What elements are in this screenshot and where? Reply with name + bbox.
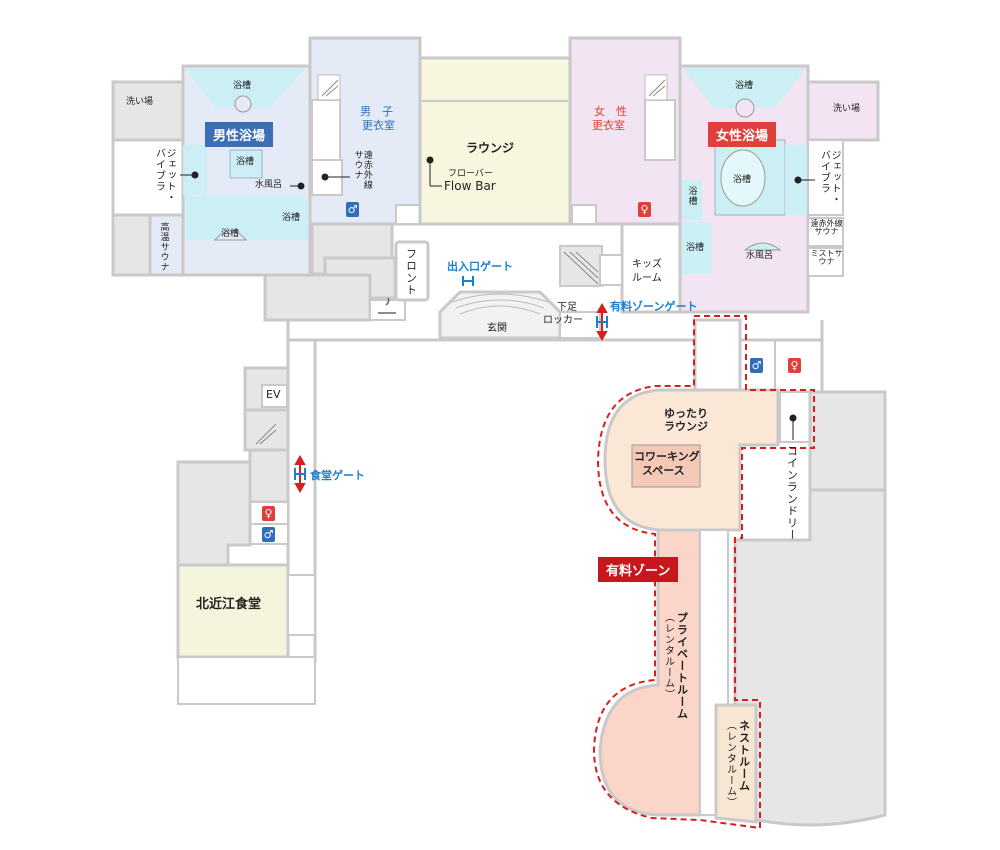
mens-bath-block (111, 64, 312, 277)
womens-bath-block (678, 64, 880, 314)
private-room-label: プライベートルーム (675, 612, 689, 720)
mens-tub-right-label: 浴槽 (282, 213, 301, 223)
flow-bar-label: Flow Bar (444, 179, 496, 193)
mens-tub-bottom-label: 浴槽 (221, 229, 240, 239)
womens-tub-left-label: 浴槽 (686, 243, 705, 253)
mens-ir-sauna-label: 遠赤外線サウナ (352, 150, 372, 190)
mens-locker-subtitle: 更衣室 (362, 119, 395, 132)
smoking-icon (378, 297, 396, 314)
relax-lounge-label-2: ラウンジ (664, 420, 708, 433)
gate-bar-icon (294, 276, 608, 480)
woman-toilet-icon: ♀ (638, 202, 651, 217)
womens-mizuburo-label: 水風呂 (746, 251, 774, 261)
coworking-label-2: スペース (642, 464, 685, 477)
woman-toilet-icon: ♀ (262, 506, 275, 521)
shoe-locker-label-2: ロッカー (543, 315, 583, 326)
womens-tub-top-label: 浴槽 (735, 81, 754, 91)
womens-tub-center-label: 浴槽 (733, 175, 752, 185)
womens-bath-badge: 女性浴場 (708, 122, 777, 147)
genkan-label: 玄関 (487, 323, 507, 334)
lounge-title: ラウンジ (466, 141, 515, 155)
shoe-locker-label-1: 下足 (557, 302, 577, 313)
west-wing-block (176, 366, 316, 705)
entrance-gate-label: 出入口ゲート (447, 260, 513, 273)
stairs-icon (255, 79, 666, 445)
stairs-icon (563, 251, 599, 285)
womens-ir-sauna-label: 遠赤外線サウナ (810, 219, 843, 237)
mens-high-temp-sauna-label: 高温サウナ (158, 222, 169, 272)
paid-zone-badge: 有料ゾーン (598, 557, 679, 582)
man-toilet-icon: ♂ (750, 358, 763, 373)
mens-tub-top-label: 浴槽 (233, 81, 252, 91)
womens-tub-left-top-label: 浴槽 (686, 186, 697, 206)
womens-locker-title: 女 性 (594, 105, 627, 118)
woman-toilet-icon: ♀ (788, 358, 801, 373)
womens-jet-label: ジェット・バイブラ (818, 150, 841, 205)
flow-bar-kana-label: フローバー (448, 169, 493, 179)
paid-zone-border (592, 315, 815, 830)
womens-wash-area-label: 洗い場 (833, 104, 861, 114)
mens-locker-title: 男 子 (360, 105, 393, 118)
mens-jet-label: ジェット・バイブラ (153, 148, 176, 203)
dining-gate-label: 食堂ゲート (310, 469, 365, 482)
womens-locker-subtitle: 更衣室 (592, 119, 625, 132)
mens-bath-badge: 男性浴場 (205, 122, 274, 147)
womens-mist-sauna-label: ミストサウナ (810, 249, 843, 267)
nest-room-sub-label: （レンタルーム） (724, 720, 736, 808)
front-desk-label: フロント (404, 248, 418, 296)
leader-lines (180, 156, 815, 440)
mens-wash-area-label: 洗い場 (126, 97, 154, 107)
relax-lounge-label-1: ゆったり (664, 407, 708, 420)
coworking-label-1: コワーキング (634, 450, 700, 463)
paid-zone-block (592, 315, 887, 830)
mens-tub-center-label: 浴槽 (236, 157, 255, 167)
nest-room-label: ネストルーム (737, 720, 751, 792)
kids-room-label-1: キッズ (632, 259, 662, 270)
coin-laundry-label: コインランドリー (785, 445, 799, 541)
private-room-sub-label: （レンタルーム） (662, 612, 674, 700)
kids-room-label-2: ルーム (632, 273, 662, 284)
paid-zone-gate-label: 有料ゾーンゲート (610, 300, 698, 313)
mens-locker-block (308, 36, 422, 300)
man-toilet-icon: ♂ (346, 202, 359, 217)
mens-mizuburo-label: 水風呂 (255, 180, 283, 190)
elevator-label: EV (266, 388, 281, 401)
man-toilet-icon: ♂ (262, 527, 275, 542)
dining-hall-label: 北近江食堂 (196, 597, 262, 612)
entrance-block (263, 222, 682, 340)
womens-locker-block (568, 36, 682, 226)
